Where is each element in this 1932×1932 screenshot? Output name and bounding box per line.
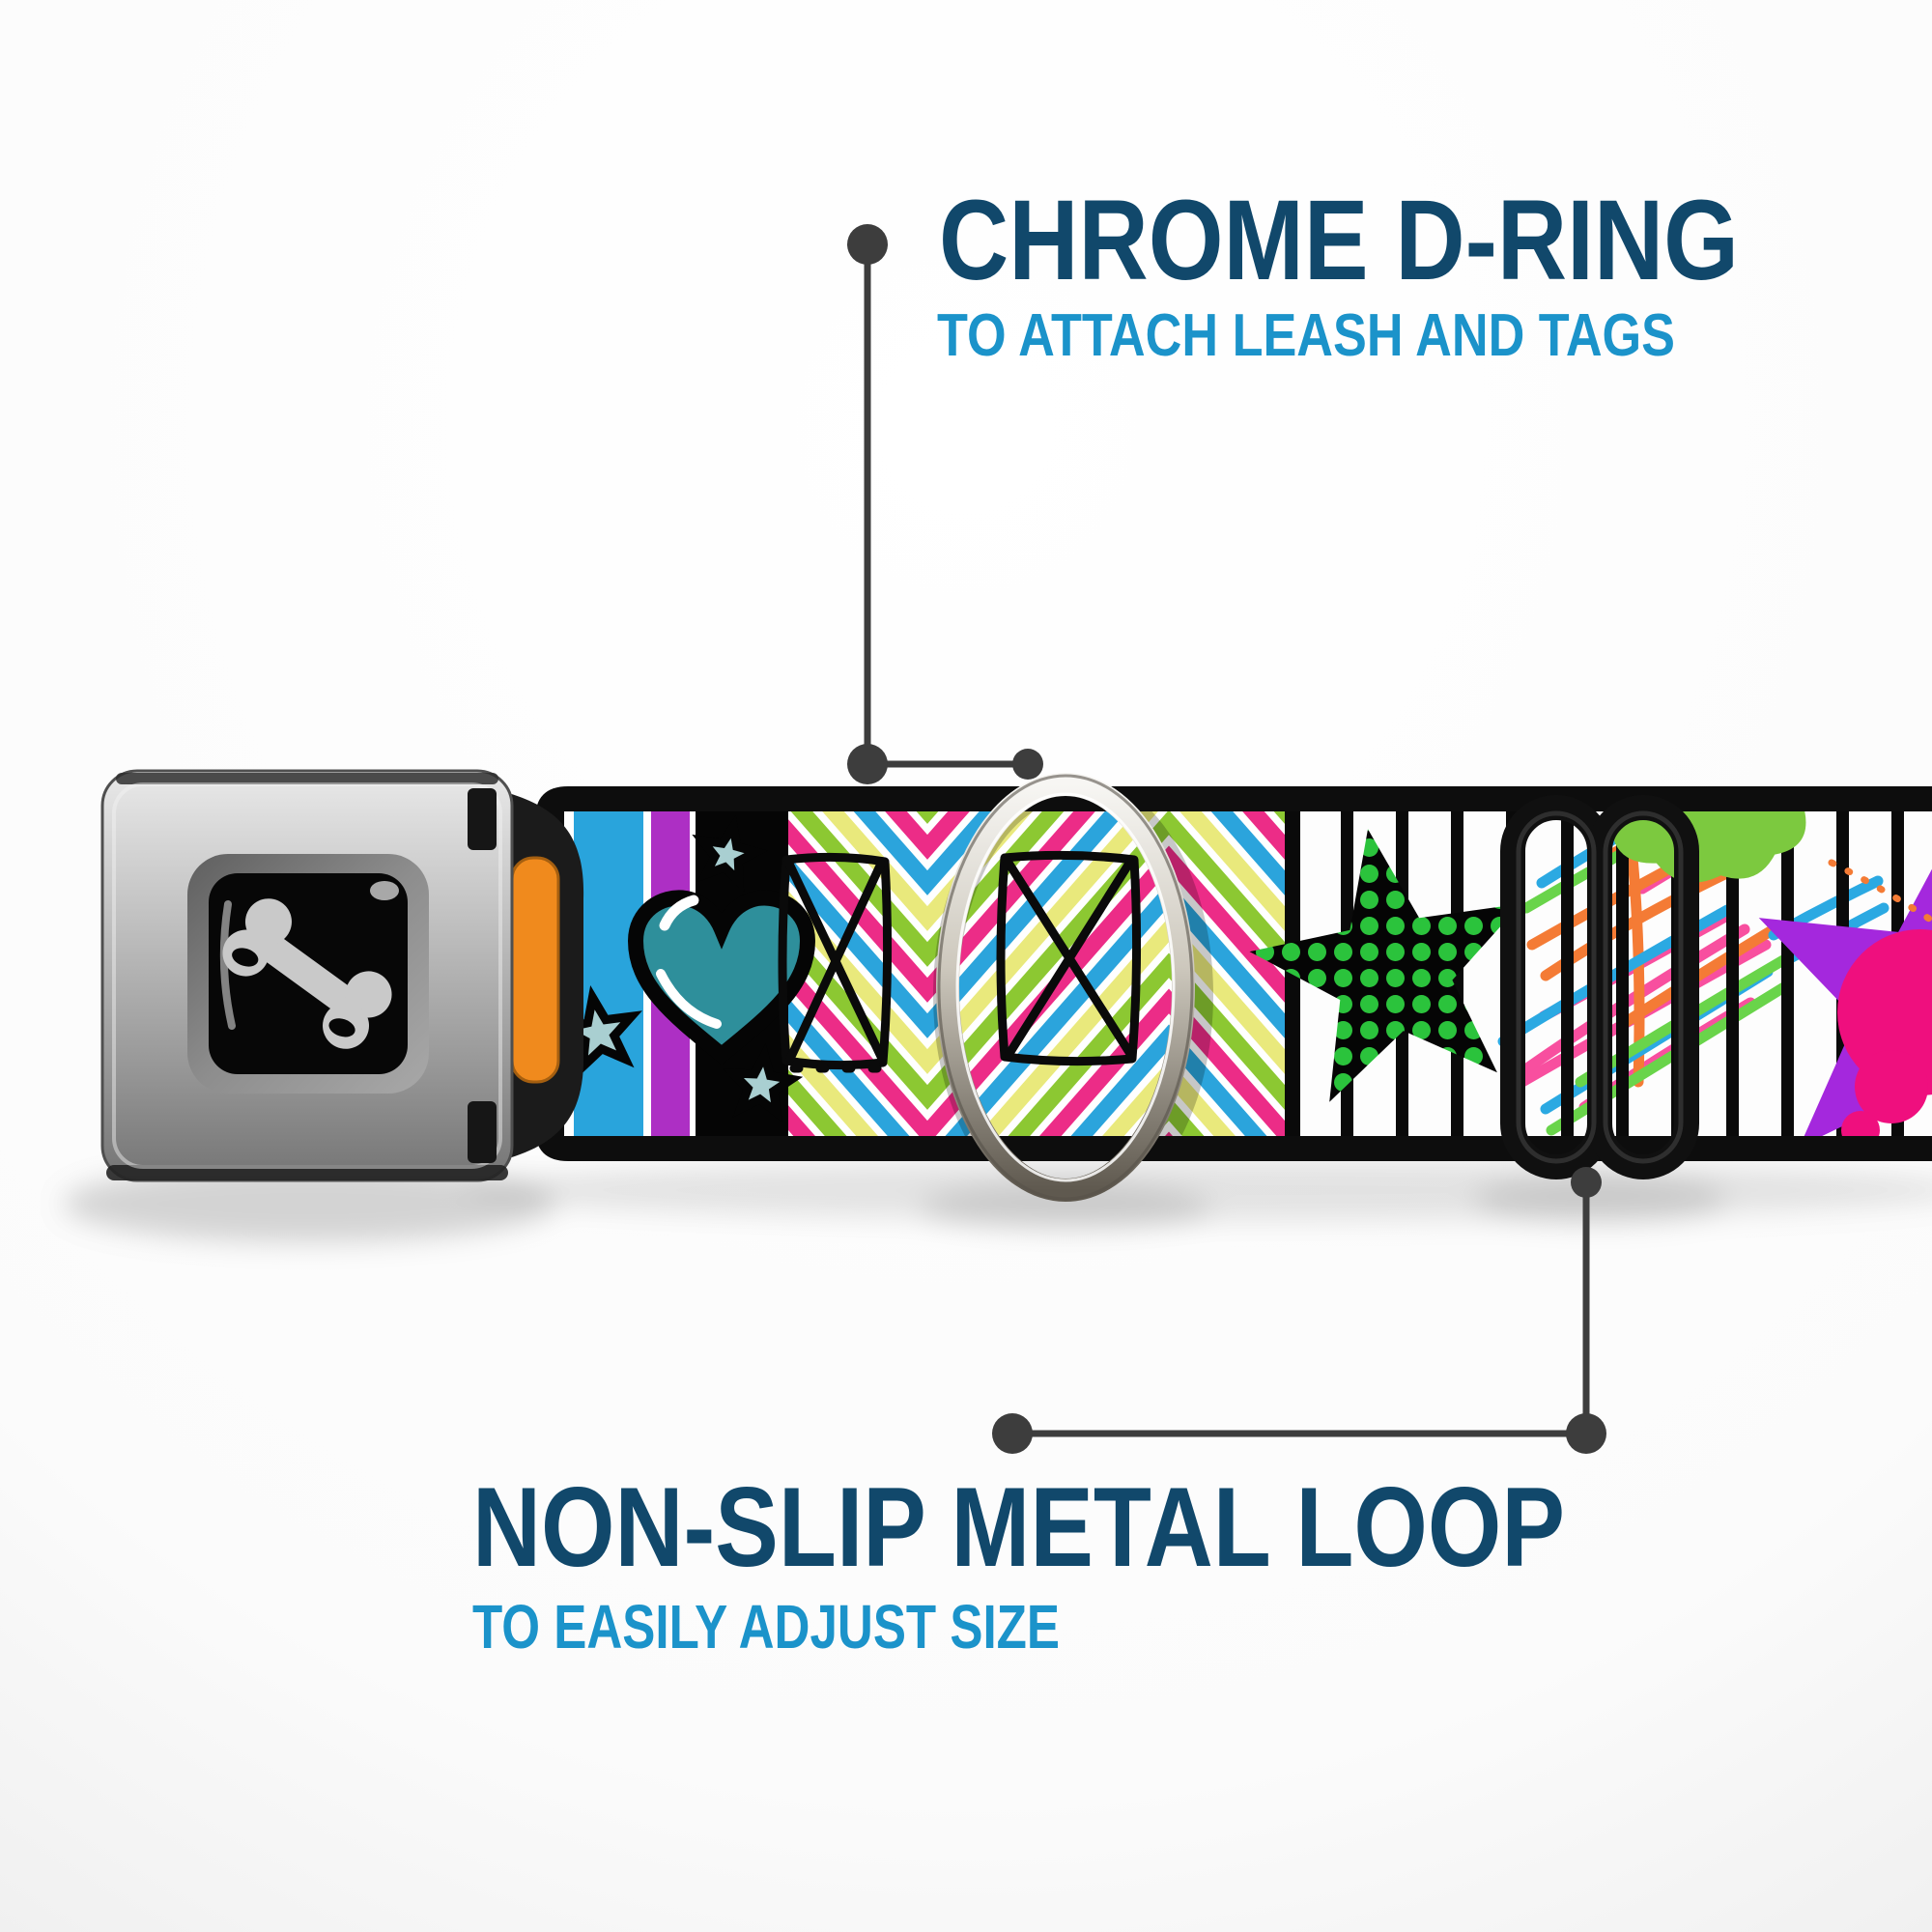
stripe-blue xyxy=(574,811,643,1136)
slider-loop xyxy=(1500,795,1699,1179)
buckle xyxy=(100,769,584,1182)
stitch-box xyxy=(996,850,1142,1066)
top-callout-connector xyxy=(847,224,1043,784)
heart-motif xyxy=(550,814,816,1123)
top-callout-title: CHROME D-RING xyxy=(939,177,1739,304)
strap-end-tab xyxy=(510,856,560,1084)
top-callout-subtitle: TO ATTACH LEASH AND TAGS xyxy=(937,302,1675,369)
polka-star-motif xyxy=(1249,829,1521,1102)
buckle-slot xyxy=(468,788,497,850)
d-ring xyxy=(936,773,1195,1202)
dog-bone-logo xyxy=(222,898,392,1049)
chevron-section xyxy=(788,811,1285,1136)
stitch-box xyxy=(778,852,893,1073)
bottom-callout-connector xyxy=(992,1167,1606,1454)
buckle-slot xyxy=(468,1101,497,1163)
belt-strap xyxy=(535,786,1932,1161)
bottom-callout-subtitle: TO EASILY ADJUST SIZE xyxy=(472,1592,1060,1662)
bottom-callout-title: NON-SLIP METAL LOOP xyxy=(472,1463,1565,1590)
splat-star-motif xyxy=(1611,811,1932,1136)
